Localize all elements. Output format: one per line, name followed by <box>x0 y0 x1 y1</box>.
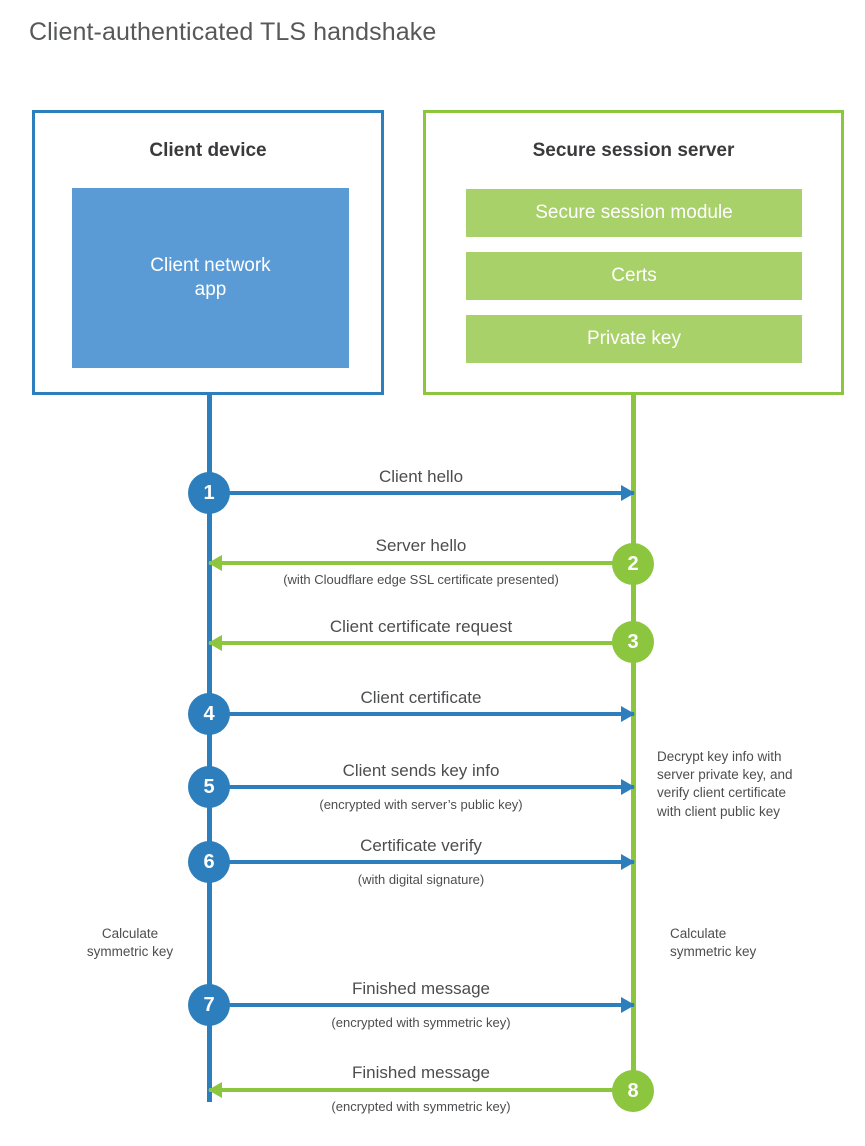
arrowhead-left-icon <box>208 555 222 571</box>
step-5-arrow <box>209 779 635 795</box>
step-6-sublabel: (with digital signature) <box>357 872 485 887</box>
step-2-arrow <box>208 555 634 571</box>
page-title: Client-authenticated TLS handshake <box>29 18 437 46</box>
arrowhead-right-icon <box>621 485 635 501</box>
step-1-label: Client hello <box>378 467 464 486</box>
client-lifeline <box>207 393 212 1102</box>
step-circle-2[interactable]: 2 <box>612 543 654 585</box>
client-device-panel: Client device Client network app <box>32 110 384 395</box>
server-bar-secure-session-module: Secure session module <box>466 189 802 237</box>
client-network-app-block: Client network app <box>72 188 349 368</box>
step-5-sublabel: (encrypted with server’s public key) <box>319 797 523 812</box>
step-2-sublabel: (with Cloudflare edge SSL certificate pr… <box>283 572 559 587</box>
server-bar-private-key: Private key <box>466 315 802 363</box>
client-network-app-label: Client network app <box>150 254 271 300</box>
step-8-sublabel: (encrypted with symmetric key) <box>331 1099 511 1114</box>
arrowhead-right-icon <box>621 854 635 870</box>
secure-session-server-title: Secure session server <box>532 140 735 161</box>
server-bar-certs: Certs <box>466 252 802 300</box>
step-7-sublabel: (encrypted with symmetric key) <box>331 1015 511 1030</box>
secure-session-server-panel: Secure session server Secure session mod… <box>423 110 844 395</box>
client-device-title: Client device <box>149 140 267 161</box>
annotation-client-calculate-symmetric-key: Calculate symmetric key <box>86 926 174 960</box>
step-7-arrow <box>209 997 635 1013</box>
step-8-label: Finished message <box>352 1063 490 1082</box>
arrowhead-right-icon <box>621 706 635 722</box>
step-7-label: Finished message <box>352 979 490 998</box>
step-5-label: Client sends key info <box>342 761 500 780</box>
step-6-label: Certificate verify <box>360 836 482 855</box>
step-circle-7[interactable]: 7 <box>188 984 230 1026</box>
arrowhead-right-icon <box>621 997 635 1013</box>
arrowhead-right-icon <box>621 779 635 795</box>
annotation-server-decrypt: Decrypt key info with server private key… <box>657 749 793 819</box>
step-circle-5[interactable]: 5 <box>188 766 230 808</box>
step-4-label: Client certificate <box>360 688 482 707</box>
step-3-label: Client certificate request <box>329 617 513 636</box>
step-4-arrow <box>209 706 635 722</box>
step-circle-8[interactable]: 8 <box>612 1070 654 1112</box>
arrowhead-left-icon <box>208 1082 222 1098</box>
step-2-label: Server hello <box>375 536 467 555</box>
step-circle-4[interactable]: 4 <box>188 693 230 735</box>
server-lifeline <box>631 393 636 1096</box>
step-1-arrow <box>209 485 635 501</box>
step-circle-6[interactable]: 6 <box>188 841 230 883</box>
step-circle-1[interactable]: 1 <box>188 472 230 514</box>
annotation-server-calculate-symmetric-key: Calculate symmetric key <box>670 926 757 960</box>
step-circle-3[interactable]: 3 <box>612 621 654 663</box>
step-8-arrow <box>208 1082 634 1098</box>
step-3-arrow <box>208 635 634 651</box>
step-6-arrow <box>209 854 635 870</box>
arrowhead-left-icon <box>208 635 222 651</box>
